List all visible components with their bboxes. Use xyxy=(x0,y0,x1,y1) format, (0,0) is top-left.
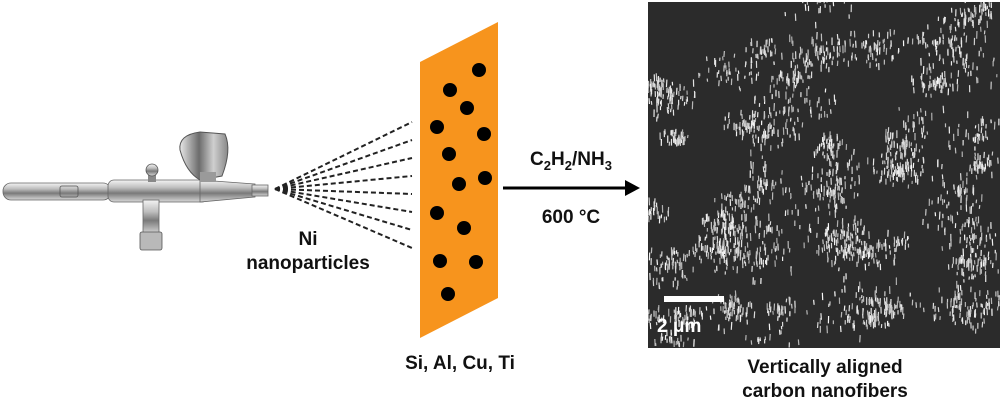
arrow-gas-label: C2H2/NH3 xyxy=(530,149,612,173)
result-label-line2: carbon nanofibers xyxy=(742,381,908,402)
sem-image xyxy=(648,2,1000,348)
result-label-line1: Vertically aligned xyxy=(747,357,903,378)
scale-bar xyxy=(664,296,724,302)
spray-lines-icon xyxy=(274,121,413,249)
scale-bar-label: 2 μm xyxy=(657,316,702,337)
reaction-arrow-icon xyxy=(503,180,640,196)
spray-label-line1: Ni xyxy=(298,229,318,250)
nanofiber-texture xyxy=(648,2,1000,348)
ni-particles xyxy=(430,63,492,301)
substrate xyxy=(420,22,498,338)
spray-label-line2: nanoparticles xyxy=(246,253,370,274)
arrow-temperature-label: 600 °C xyxy=(541,207,601,228)
airbrush-icon xyxy=(2,131,269,251)
spray-label: Ni nanoparticles xyxy=(230,228,386,276)
substrate-label: Si, Al, Cu, Ti xyxy=(405,353,515,374)
result-label: Vertically aligned carbon nanofibers xyxy=(680,356,970,404)
